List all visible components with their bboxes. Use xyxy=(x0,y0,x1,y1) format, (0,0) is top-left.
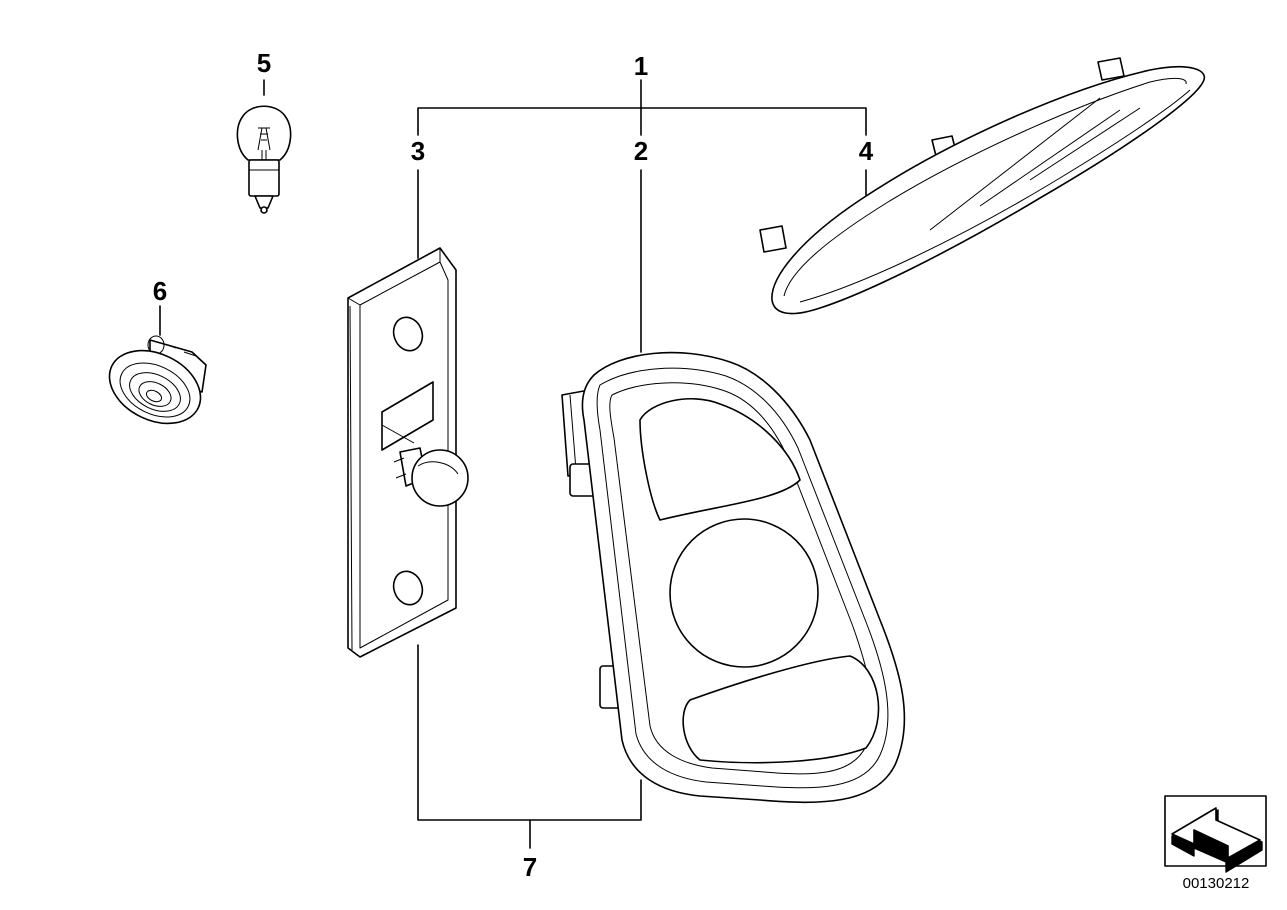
callout-3: 3 xyxy=(411,136,425,166)
orientation-arrow-icon xyxy=(1164,795,1267,873)
bulb-carrier-icon xyxy=(347,247,469,658)
bulb-icon xyxy=(236,105,292,214)
callout-7: 7 xyxy=(523,852,537,882)
side-marker-icon xyxy=(108,335,207,425)
diagram-id: 00130212 xyxy=(1183,875,1250,892)
callout-4: 4 xyxy=(859,136,874,166)
callout-6: 6 xyxy=(153,276,167,306)
callout-5: 5 xyxy=(257,48,271,78)
leader-lines xyxy=(159,79,867,849)
third-brake-light-icon xyxy=(759,57,1206,315)
tail-light-icon xyxy=(561,351,906,804)
callout-2: 2 xyxy=(634,136,648,166)
callout-1: 1 xyxy=(634,51,648,81)
